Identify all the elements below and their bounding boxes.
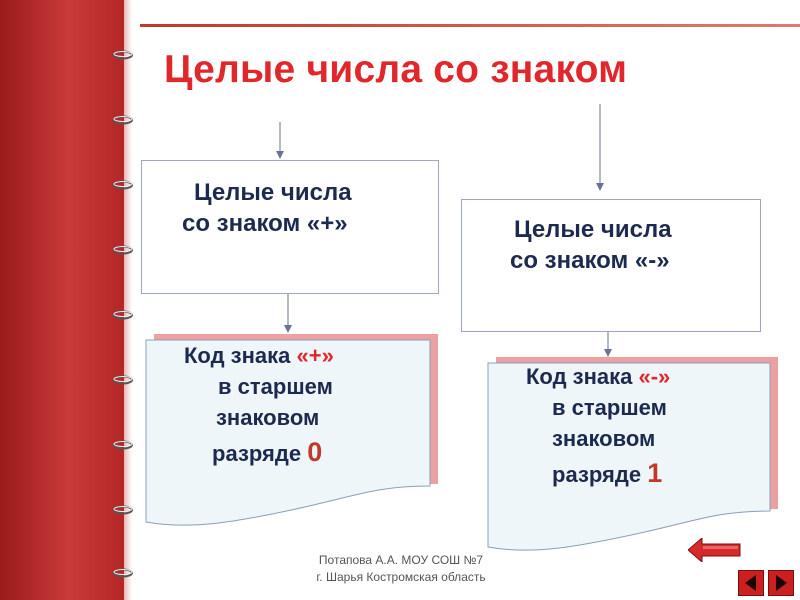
notebook-spine	[0, 0, 124, 600]
negative-code-line3: знаковом	[552, 426, 656, 451]
arrow-to-positive-code	[284, 294, 292, 333]
negative-code-line2: в старшем	[552, 395, 667, 420]
binder-ring	[112, 50, 134, 60]
next-slide-button[interactable]	[768, 570, 794, 596]
triangle-left-icon	[745, 575, 756, 591]
footer-line1: Потапова А.А. МОУ СОШ №7	[318, 553, 484, 567]
negative-card-shape	[487, 357, 778, 551]
positive-code-prefix: Код знака	[184, 343, 297, 368]
negative-sign-symbol: «-»	[638, 364, 671, 389]
author-footer: Потапова А.А. МОУ СОШ №7 г. Шарья Костро…	[276, 552, 526, 586]
spine-edge	[124, 0, 132, 600]
positive-box-line2: со знаком «+»	[182, 210, 348, 237]
positive-code-line3: знаковом	[216, 405, 320, 430]
negative-code-line4: разряде	[552, 462, 648, 487]
negative-numbers-box: Целые числа со знаком «-»	[461, 199, 761, 332]
binder-ring	[112, 115, 134, 125]
positive-card-shape	[145, 334, 438, 526]
arrow-to-positive-box	[276, 122, 284, 159]
binder-ring	[112, 310, 134, 320]
negative-code-text: Код знака «-» в старшем знаковом разряде…	[488, 357, 778, 489]
negative-sign-digit: 1	[647, 458, 663, 488]
binder-ring	[112, 245, 134, 255]
arrow-to-negative-code	[604, 332, 612, 357]
positive-code-line4: разряде	[212, 441, 308, 466]
triangle-right-icon	[776, 575, 787, 591]
binder-ring	[112, 568, 134, 578]
footer-line2: г. Шарья Костромская область	[316, 570, 486, 584]
positive-numbers-box: Целые числа со знаком «+»	[141, 160, 439, 294]
back-button[interactable]	[687, 536, 742, 564]
positive-sign-symbol: «+»	[296, 343, 334, 368]
binder-ring	[112, 180, 134, 190]
back-arrow-icon	[687, 536, 741, 564]
positive-sign-code-card: Код знака «+» в старшем знаковом разряде…	[145, 334, 438, 530]
positive-code-text: Код знака «+» в старшем знаковом разряде…	[146, 334, 438, 468]
binder-ring	[112, 375, 134, 385]
positive-sign-digit: 0	[307, 437, 323, 467]
arrow-to-negative-box	[596, 104, 604, 191]
negative-code-prefix: Код знака	[526, 364, 639, 389]
positive-box-line1: Целые числа	[194, 179, 352, 206]
negative-sign-code-card: Код знака «-» в старшем знаковом разряде…	[487, 357, 778, 553]
negative-box-line1: Целые числа	[514, 216, 672, 243]
positive-code-line2: в старшем	[218, 374, 333, 399]
binder-ring	[112, 440, 134, 450]
negative-box-line2: со знаком «-»	[510, 247, 670, 274]
top-rule	[140, 24, 800, 27]
binder-ring	[112, 505, 134, 515]
prev-slide-button[interactable]	[738, 570, 764, 596]
page-title: Целые числа со знаком	[164, 48, 628, 91]
